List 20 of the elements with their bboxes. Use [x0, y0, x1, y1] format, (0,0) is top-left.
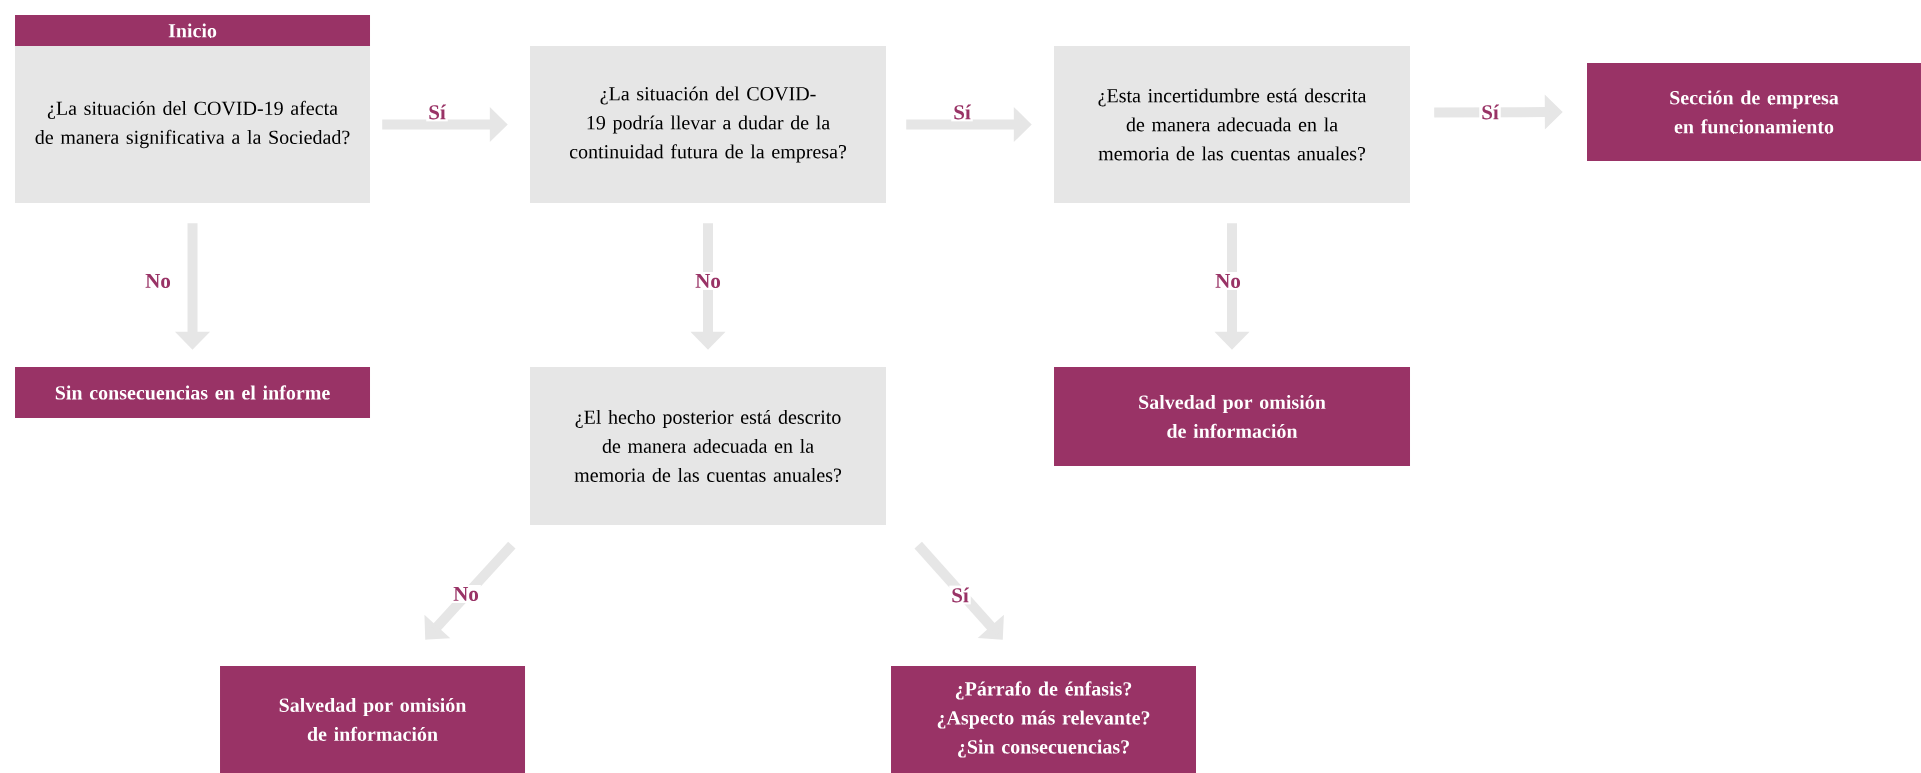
edge-label: Sí: [1479, 102, 1501, 122]
question-box: ¿La situación del COVID-19 afecta de manera significativa a la Sociedad?: [15, 46, 370, 203]
result-box: Sin consecuencias en el informe: [15, 367, 370, 418]
edge-label: Sí: [949, 585, 971, 605]
edge-label: No: [143, 272, 173, 290]
arrow: [914, 541, 1004, 640]
edge-label: No: [451, 585, 481, 603]
result-box: Salvedad por omisión de información: [1054, 367, 1410, 466]
edge-label: No: [693, 272, 723, 290]
result-box: ¿Párrafo de énfasis? ¿Aspecto más relevante? ¿Sin consecuencias?: [891, 666, 1196, 773]
arrow: [424, 541, 516, 640]
result-box: Sección de empresa en funcionamiento: [1587, 63, 1921, 161]
edge-label: No: [1213, 272, 1243, 290]
edge-label: Sí: [426, 102, 448, 122]
question-box: ¿Esta incertidumbre está descrita de manera adecuada en la memoria de las cuentas anuales?: [1054, 46, 1410, 203]
question-box: ¿El hecho posterior está descrito de manera adecuada en la memoria de las cuentas anuales?: [530, 367, 886, 525]
question-box: ¿La situación del COVID-19 podría llevar a dudar de la continuidad futura de la empresa?: [530, 46, 886, 203]
result-box: Salvedad por omisión de información: [220, 666, 525, 773]
start-band: Inicio: [15, 15, 370, 46]
edge-label: Sí: [951, 102, 973, 122]
